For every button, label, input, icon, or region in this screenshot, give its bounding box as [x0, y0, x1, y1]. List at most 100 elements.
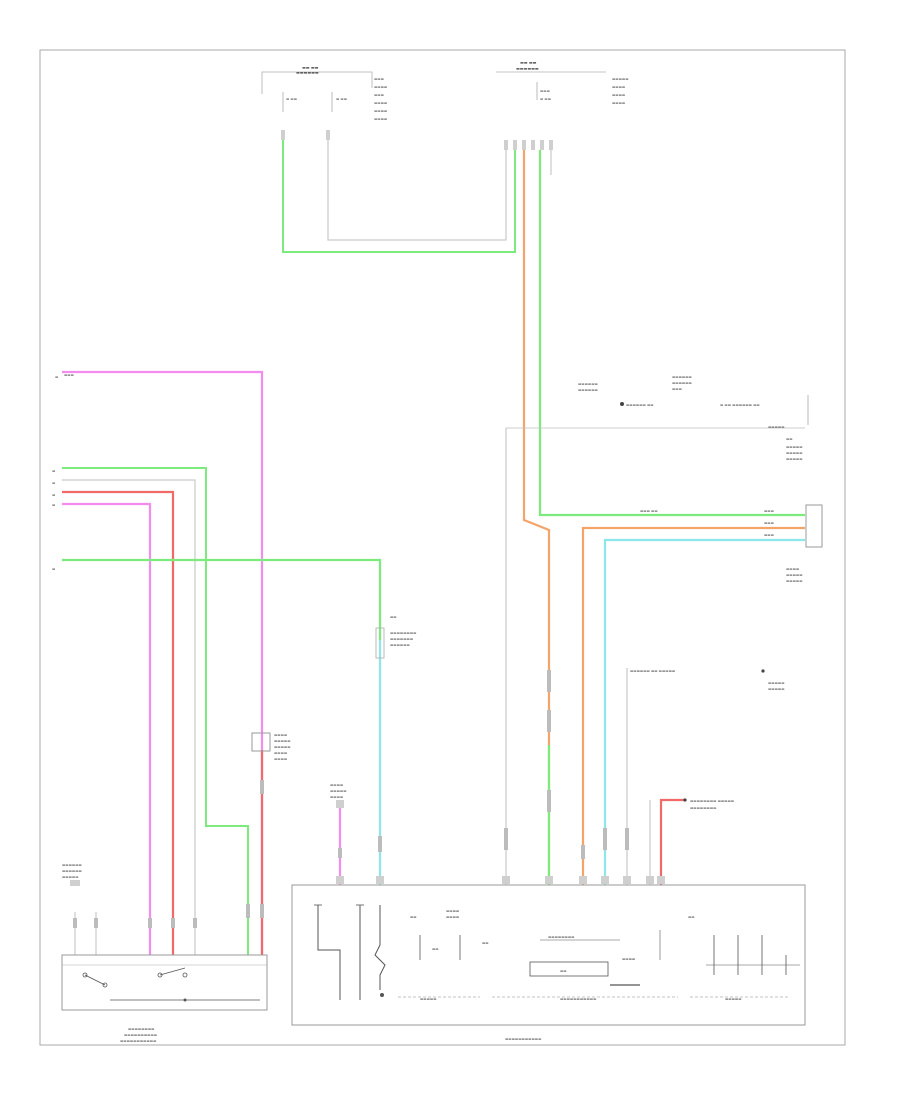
svg-text:▬▬▬▬▬: ▬▬▬▬▬ [274, 739, 291, 743]
svg-text:▬▬▬: ▬▬▬ [64, 373, 74, 377]
svg-text:▬▬▬▬▬▬▬▬: ▬▬▬▬▬▬▬▬ [128, 1027, 154, 1031]
svg-text:▬▬▬▬: ▬▬▬▬ [786, 567, 799, 571]
svg-text:▬▬▬▬▬▬: ▬▬▬▬▬▬ [62, 863, 82, 867]
svg-text:▬▬▬: ▬▬▬ [374, 93, 384, 97]
svg-text:▬▬▬▬▬▬: ▬▬▬▬▬▬ [672, 375, 692, 379]
svg-text:▬▬▬▬▬▬: ▬▬▬▬▬▬ [672, 381, 692, 385]
wire-green-left-lower [62, 558, 382, 640]
svg-text:▬▬: ▬▬ [432, 947, 439, 951]
svg-text:▬▬: ▬▬ [410, 915, 417, 919]
svg-text:▬▬: ▬▬ [786, 437, 793, 441]
svg-text:▬: ▬ [55, 375, 58, 379]
svg-text:▬▬▬: ▬▬▬ [672, 387, 682, 391]
svg-text:▬▬▬▬▬: ▬▬▬▬▬ [786, 451, 803, 455]
svg-text:▬▬▬▬▬: ▬▬▬▬▬ [768, 681, 785, 685]
svg-text:▬ ▬▬: ▬ ▬▬ [540, 97, 551, 101]
svg-text:▬▬▬: ▬▬▬ [764, 509, 774, 513]
left-inline-component: ▬▬▬▬▬▬▬▬ ▬▬▬▬▬▬▬ ▬▬▬▬▬▬ ▬▬ [375, 615, 416, 659]
svg-text:▬▬▬: ▬▬▬ [374, 77, 384, 81]
svg-text:▬: ▬ [52, 493, 55, 497]
svg-text:▬▬▬▬▬▬▬▬: ▬▬▬▬▬▬▬▬ [548, 935, 574, 939]
right-sensor: ▬▬▬ ▬▬ ▬▬▬ ▬▬▬ ▬▬▬ ▬▬▬▬ ▬▬▬▬▬ ▬▬▬▬▬ [640, 504, 823, 583]
svg-text:▬▬▬▬▬▬▬▬▬▬▬: ▬▬▬▬▬▬▬▬▬▬▬ [120, 1039, 156, 1043]
wire-red-left [62, 490, 175, 955]
svg-text:▬ ▬▬: ▬ ▬▬ [336, 97, 347, 101]
svg-text:▬▬▬▬▬: ▬▬▬▬▬ [768, 687, 785, 691]
module-pin-markers [336, 876, 665, 884]
right-mid-label: ▬▬▬▬▬▬ ▬▬ ▬▬▬▬▬ ▬▬▬▬▬ ▬▬▬▬▬ [626, 668, 785, 885]
svg-text:▬▬▬▬: ▬▬▬▬ [374, 109, 387, 113]
center-small-label: ▬▬▬▬ ▬▬▬▬▬ ▬▬▬▬ [330, 783, 347, 808]
svg-text:▬▬▬ ▬▬: ▬▬▬ ▬▬ [640, 509, 658, 513]
svg-text:▬▬▬▬▬▬▬▬: ▬▬▬▬▬▬▬▬ [390, 631, 416, 635]
svg-text:▬▬▬▬▬▬: ▬▬▬▬▬▬ [296, 70, 319, 75]
svg-text:▬▬▬▬: ▬▬▬▬ [330, 783, 343, 787]
wire-green-left-upper [62, 467, 249, 955]
svg-text:▬▬▬: ▬▬▬ [764, 521, 774, 525]
svg-text:▬▬▬▬▬▬▬▬▬▬▬: ▬▬▬▬▬▬▬▬▬▬▬ [505, 1037, 541, 1041]
svg-text:▬▬▬▬▬▬ ▬▬ ▬▬▬▬▬: ▬▬▬▬▬▬ ▬▬ ▬▬▬▬▬ [630, 669, 675, 673]
svg-text:▬▬: ▬▬ [482, 941, 489, 945]
svg-text:▬▬▬▬▬: ▬▬▬▬▬ [786, 457, 803, 461]
top-pin-markers [281, 130, 553, 150]
wire-gray-top-loop [327, 140, 507, 241]
svg-text:▬▬▬▬▬▬▬▬ ▬▬▬▬▬: ▬▬▬▬▬▬▬▬ ▬▬▬▬▬ [690, 799, 734, 803]
bottom-module: ▬▬▬▬▬▬▬▬▬▬▬ ▬▬ ▬▬▬▬ ▬▬▬▬ ▬▬ ▬▬ ▬▬▬▬▬▬▬▬ … [291, 884, 806, 1041]
svg-text:▬: ▬ [52, 469, 55, 473]
svg-text:▬▬▬▬▬▬▬: ▬▬▬▬▬▬▬ [390, 637, 413, 641]
svg-text:▬▬▬▬▬: ▬▬▬▬▬ [786, 445, 803, 449]
svg-text:▬▬▬▬▬▬▬▬▬▬▬: ▬▬▬▬▬▬▬▬▬▬▬ [560, 997, 596, 1001]
wire-orange-right [581, 526, 805, 885]
svg-text:▬▬▬▬: ▬▬▬▬ [274, 751, 287, 755]
svg-text:▬▬▬▬▬: ▬▬▬▬▬ [330, 789, 347, 793]
svg-text:▬▬▬▬▬: ▬▬▬▬▬ [786, 579, 803, 583]
svg-text:▬ ▬▬ ▬▬▬▬▬▬ ▬▬: ▬ ▬▬ ▬▬▬▬▬▬ ▬▬ [720, 403, 760, 407]
svg-text:▬▬▬: ▬▬▬ [540, 89, 550, 93]
svg-text:▬: ▬ [52, 481, 55, 485]
svg-text:▬▬▬▬▬: ▬▬▬▬▬ [62, 875, 79, 879]
svg-text:▬▬▬▬▬: ▬▬▬▬▬ [274, 745, 291, 749]
bottom-left-label: ▬▬▬▬▬▬ ▬▬▬▬▬▬ ▬▬▬▬▬ [62, 863, 82, 886]
svg-text:▬ ▬▬: ▬ ▬▬ [286, 97, 297, 101]
svg-text:▬▬▬▬: ▬▬▬▬ [612, 93, 625, 97]
svg-text:▬: ▬ [52, 567, 55, 571]
svg-text:▬▬▬▬: ▬▬▬▬ [330, 795, 343, 799]
wire-red-right-short [659, 798, 684, 885]
wire-pink-long [62, 370, 264, 955]
svg-text:▬▬: ▬▬ [390, 615, 397, 619]
svg-text:▬: ▬ [52, 503, 55, 507]
svg-text:▬▬: ▬▬ [560, 969, 567, 973]
wire-pink-left [62, 502, 152, 955]
svg-text:▬▬▬▬▬: ▬▬▬▬▬ [768, 425, 785, 429]
svg-text:▬▬▬▬: ▬▬▬▬ [622, 957, 635, 961]
wire-cyan-right [603, 538, 805, 885]
svg-text:▬▬▬▬▬▬: ▬▬▬▬▬▬ [578, 382, 598, 386]
svg-text:▬▬▬▬: ▬▬▬▬ [374, 117, 387, 121]
top-right-connector: ▬▬ ▬▬ ▬▬▬▬▬▬ ▬▬▬ ▬ ▬▬ ▬▬▬▬▬ ▬▬▬▬ ▬▬▬▬ ▬▬… [496, 60, 629, 105]
svg-text:▬▬▬▬: ▬▬▬▬ [274, 757, 287, 761]
wire-code-marks [73, 670, 629, 928]
svg-text:▬▬▬▬▬▬▬▬: ▬▬▬▬▬▬▬▬ [690, 806, 716, 810]
right-connector-box: ▬▬▬▬▬▬ ▬▬▬▬▬▬ ▬▬▬▬▬▬ ▬▬▬▬▬▬ ▬▬▬ ▬▬▬▬▬▬ ▬… [505, 375, 809, 885]
left-wire-labels: ▬ ▬▬▬ ▬ ▬ ▬ ▬ ▬ [52, 373, 74, 571]
diagram-frame [39, 49, 846, 1046]
svg-text:▬▬ ▬▬: ▬▬ ▬▬ [520, 60, 537, 65]
wire-orange-main [522, 150, 551, 885]
svg-text:▬▬▬▬▬▬: ▬▬▬▬▬▬ [62, 869, 82, 873]
svg-text:▬▬▬▬: ▬▬▬▬ [446, 909, 459, 913]
svg-text:▬▬▬▬: ▬▬▬▬ [374, 85, 387, 89]
svg-text:▬▬▬▬▬: ▬▬▬▬▬ [786, 573, 803, 577]
svg-text:▬▬▬▬: ▬▬▬▬ [612, 85, 625, 89]
left-mid-sensor: ▬▬▬▬ ▬▬▬▬▬ ▬▬▬▬▬ ▬▬▬▬ ▬▬▬▬ [251, 732, 291, 761]
svg-text:▬▬▬▬▬▬ ▬▬: ▬▬▬▬▬▬ ▬▬ [626, 403, 654, 407]
svg-text:▬▬: ▬▬ [688, 915, 695, 919]
svg-text:▬▬▬▬: ▬▬▬▬ [274, 733, 287, 737]
svg-text:▬▬▬▬▬▬▬▬▬▬: ▬▬▬▬▬▬▬▬▬▬ [124, 1033, 157, 1037]
svg-text:▬▬▬▬▬▬: ▬▬▬▬▬▬ [390, 643, 410, 647]
svg-text:▬▬▬: ▬▬▬ [764, 533, 774, 537]
svg-text:▬▬▬▬▬: ▬▬▬▬▬ [420, 997, 437, 1001]
svg-text:▬▬▬▬▬: ▬▬▬▬▬ [725, 997, 742, 1001]
wire-green-main [538, 150, 805, 517]
top-left-connector: ▬▬ ▬▬ ▬▬▬▬▬▬ ▬ ▬▬ ▬ ▬▬ ▬▬▬ ▬▬▬▬ ▬▬▬ ▬▬▬▬… [261, 65, 387, 121]
svg-text:▬▬▬▬▬▬: ▬▬▬▬▬▬ [516, 66, 539, 71]
